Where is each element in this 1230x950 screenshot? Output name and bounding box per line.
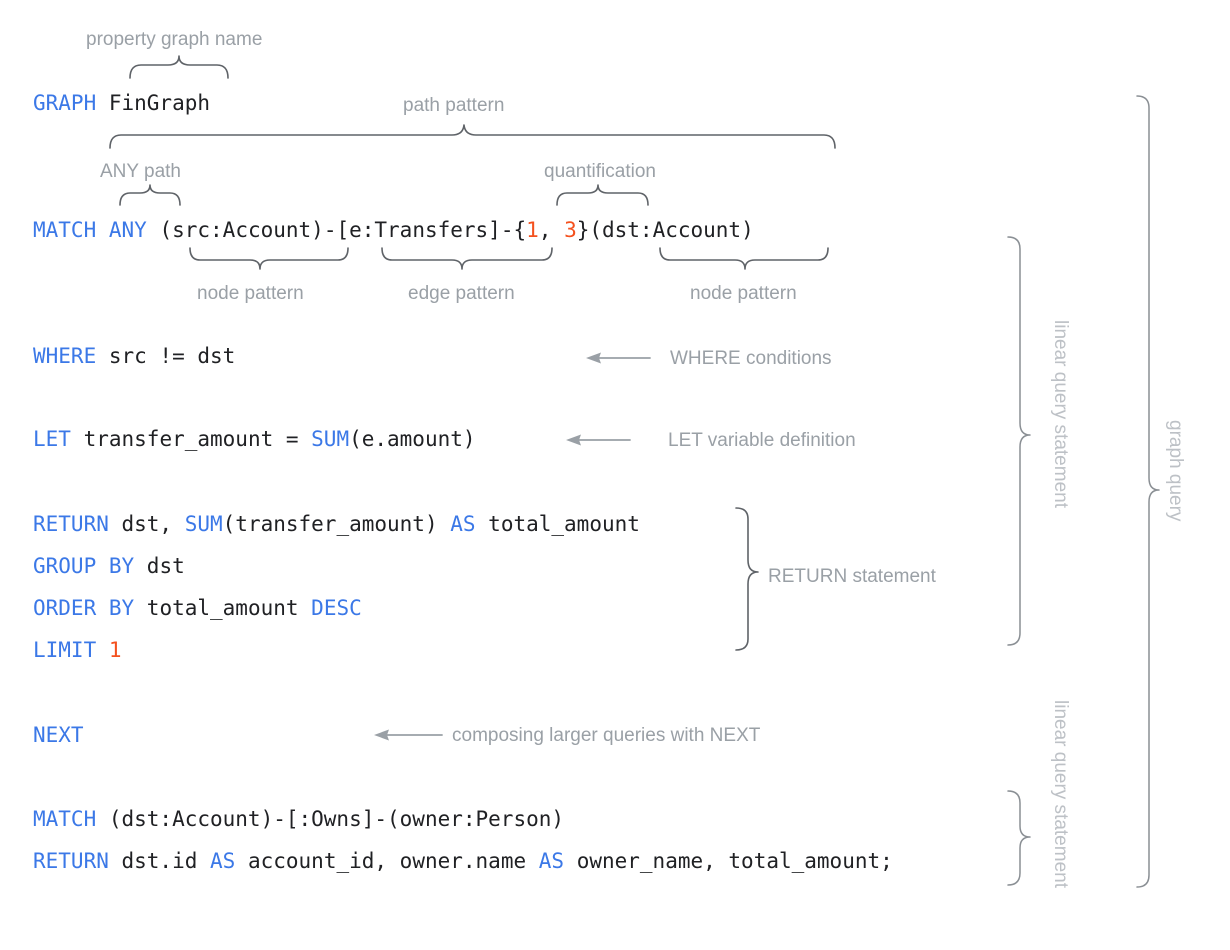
label-any-path: ANY path xyxy=(100,161,181,182)
code-token-identifier: transfer_amount = xyxy=(70,427,312,451)
code-token-keyword: LIMIT xyxy=(33,638,97,662)
label-node-pattern-left: node pattern xyxy=(197,283,304,304)
brace-any-path xyxy=(119,184,181,206)
code-token-identifier: src != dst xyxy=(96,344,236,368)
arrow-where-conditions xyxy=(586,352,651,364)
code-token-keyword: AS xyxy=(210,849,236,873)
code-line-return-2: RETURN dst.id AS account_id, owner.name … xyxy=(33,851,893,872)
code-token-identifier: (e.amount) xyxy=(349,427,476,451)
label-linear-query-statement-2: linear query statement xyxy=(1050,700,1071,888)
code-token-identifier: total_amount xyxy=(134,596,312,620)
code-token-keyword: MATCH xyxy=(33,218,97,242)
code-token-keyword: RETURN xyxy=(33,512,109,536)
code-line-return-1: RETURN dst, SUM(transfer_amount) AS tota… xyxy=(33,514,640,535)
brace-node-pattern-left xyxy=(189,247,349,270)
code-token-keyword: MATCH xyxy=(33,807,97,831)
code-token-keyword: SUM xyxy=(311,427,350,451)
arrow-let-definition xyxy=(566,434,631,446)
label-quantification: quantification xyxy=(544,161,656,182)
code-token-identifier: account_id, owner.name xyxy=(235,849,539,873)
brace-linear-query-statement-2 xyxy=(1007,790,1031,886)
code-line-let: LET transfer_amount = SUM(e.amount) xyxy=(33,429,476,450)
brace-quantification xyxy=(556,184,649,206)
brace-linear-query-statement-1 xyxy=(1007,236,1031,646)
code-token-keyword: ORDER BY xyxy=(33,596,135,620)
code-token-keyword: GRAPH xyxy=(33,91,97,115)
code-token-keyword: WHERE xyxy=(33,344,97,368)
label-linear-query-statement-1: linear query statement xyxy=(1050,320,1071,508)
code-line-order-by: ORDER BY total_amount DESC xyxy=(33,598,362,619)
code-token-keyword: DESC xyxy=(311,596,362,620)
code-token-identifier xyxy=(96,218,109,242)
code-line-match-2: MATCH (dst:Account)-[:Owns]-(owner:Perso… xyxy=(33,809,564,830)
code-token-identifier: owner_name, total_amount; xyxy=(564,849,893,873)
arrow-next-composition xyxy=(374,729,443,741)
label-node-pattern-right: node pattern xyxy=(690,283,797,304)
code-line-limit: LIMIT 1 xyxy=(33,640,122,661)
code-line-where: WHERE src != dst xyxy=(33,346,235,367)
code-token-identifier: , xyxy=(538,218,565,242)
code-token-keyword: GROUP BY xyxy=(33,554,135,578)
code-token-identifier: total_amount xyxy=(475,512,640,536)
code-line-group-by: GROUP BY dst xyxy=(33,556,185,577)
code-token-identifier: FinGraph xyxy=(96,91,211,115)
label-graph-query: graph query xyxy=(1165,420,1186,522)
label-composing-with-next: composing larger queries with NEXT xyxy=(452,725,761,746)
code-line-graph: GRAPH FinGraph xyxy=(33,93,210,114)
brace-path-pattern xyxy=(109,124,836,149)
brace-graph-query xyxy=(1136,95,1160,888)
code-line-match: MATCH ANY (src:Account)-[e:Transfers]-{1… xyxy=(33,220,754,241)
code-token-keyword: SUM xyxy=(184,512,223,536)
code-token-keyword: LET xyxy=(33,427,71,451)
label-let-variable-definition: LET variable definition xyxy=(668,430,856,451)
code-token-keyword: AS xyxy=(538,849,565,873)
code-token-keyword: AS xyxy=(450,512,476,536)
code-token-identifier: dst xyxy=(134,554,185,578)
label-where-conditions: WHERE conditions xyxy=(670,348,832,369)
brace-property-graph-name xyxy=(129,55,229,79)
brace-return-statement xyxy=(735,507,759,651)
brace-edge-pattern xyxy=(381,247,553,270)
code-token-identifier: dst.id xyxy=(108,849,211,873)
code-token-identifier: }(dst:Account) xyxy=(576,218,754,242)
code-token-identifier xyxy=(96,638,109,662)
code-token-keyword: ANY xyxy=(108,218,147,242)
label-return-statement: RETURN statement xyxy=(768,566,936,587)
label-property-graph-name: property graph name xyxy=(86,29,263,50)
label-path-pattern: path pattern xyxy=(403,95,505,116)
code-token-literal: 1 xyxy=(526,218,539,242)
code-token-keyword: NEXT xyxy=(33,723,84,747)
code-line-next: NEXT xyxy=(33,725,84,746)
code-token-literal: 1 xyxy=(108,638,122,662)
label-edge-pattern: edge pattern xyxy=(408,283,515,304)
code-token-identifier: (src:Account)-[e:Transfers]-{ xyxy=(146,218,527,242)
code-token-identifier: (dst:Account)-[:Owns]-(owner:Person) xyxy=(96,807,565,831)
brace-node-pattern-right xyxy=(659,247,829,270)
code-token-keyword: RETURN xyxy=(33,849,109,873)
code-token-identifier: (transfer_amount) xyxy=(222,512,451,536)
code-token-literal: 3 xyxy=(564,218,577,242)
code-token-identifier: dst, xyxy=(108,512,185,536)
